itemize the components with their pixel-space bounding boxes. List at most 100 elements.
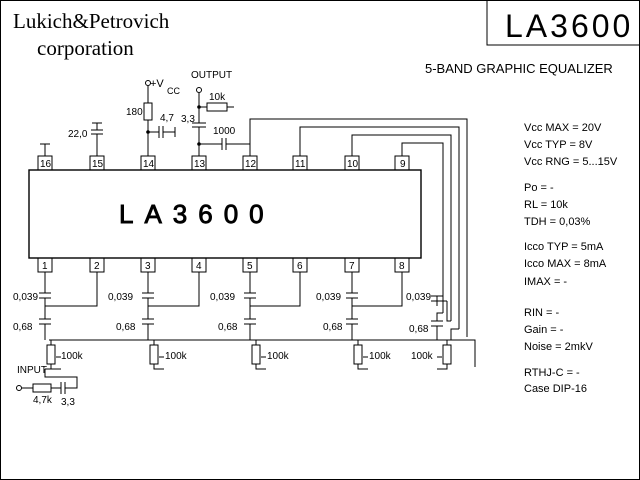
c068-label: 0,68 — [409, 324, 429, 335]
bias-bus — [49, 339, 476, 367]
band-3-network — [244, 272, 301, 370]
capacitor-4.7uF — [148, 126, 176, 138]
r100k-label: 100k — [369, 351, 392, 362]
r100k-label: 100k — [267, 351, 290, 362]
part-number-title: LA3600 — [505, 8, 633, 44]
r10k-label: 10k — [209, 92, 226, 103]
r100k-label: 100k — [411, 351, 434, 362]
resistor-10k — [206, 102, 228, 112]
c33-top-label: 3,3 — [181, 114, 195, 125]
ic-chip-label: LA3600 — [119, 199, 275, 229]
top-pins: 16 15 14 13 12 11 10 9 — [37, 155, 410, 171]
r47k-label: 4,7k — [33, 395, 53, 406]
spec-noise: Noise = 2mkV — [524, 341, 593, 353]
resistor-4.7k — [32, 383, 52, 393]
company-name-line2: corporation — [37, 36, 134, 60]
input-terminal — [16, 385, 22, 391]
pin16-stub — [40, 143, 50, 156]
c039-label: 0,039 — [13, 292, 38, 303]
spec-gain: Gain = - — [524, 324, 564, 336]
band-1-network — [39, 272, 98, 370]
band5-c039 — [431, 295, 443, 302]
title-box — [486, 1, 639, 46]
trace-pin10 — [351, 134, 452, 321]
band5-bus-link — [450, 328, 459, 340]
band3-pin6-trace — [250, 272, 301, 307]
band5-upper-capacitor — [431, 312, 443, 340]
pin-number: 5 — [247, 261, 253, 272]
c33-in-label: 3,3 — [61, 397, 75, 408]
band1-pot-leads — [50, 340, 61, 370]
band-5-network — [431, 295, 459, 370]
c039-label: 0,039 — [406, 292, 431, 303]
spec-case: Case DIP-16 — [524, 383, 587, 395]
c039-label: 0,039 — [210, 292, 235, 303]
pin-number: 11 — [295, 159, 306, 170]
band2-capacitors — [142, 272, 154, 340]
band3-pot — [251, 344, 261, 365]
trace-pin11 — [299, 126, 460, 329]
trace-pin12 — [249, 118, 468, 337]
pin-number: 15 — [92, 159, 104, 170]
pin-number: 7 — [349, 261, 355, 272]
output-terminal — [196, 87, 202, 93]
r100k-label: 100k — [61, 351, 84, 362]
vcc-terminal — [145, 80, 151, 86]
c068-label: 0,68 — [323, 322, 343, 333]
band1-capacitors — [39, 272, 51, 340]
band2-pot — [149, 344, 159, 365]
company-name-line1: Lukich&Petrovich — [13, 9, 170, 33]
capacitor-3.3uF — [192, 122, 206, 156]
spec-rin: RIN = - — [524, 307, 559, 319]
band4-pin8-trace — [352, 272, 403, 307]
capacitor-1000uF — [199, 138, 251, 156]
spec-icco-typ: Icco TYP = 5mA — [524, 241, 604, 253]
spec-rthj: RTHJ-C = - — [524, 367, 580, 379]
band2-pot-leads — [153, 340, 164, 370]
band1-pin2-trace — [45, 272, 98, 307]
r100k-label: 100k — [165, 351, 188, 362]
c039-label: 0,039 — [108, 292, 133, 303]
spec-imax: IMAX = - — [524, 276, 567, 288]
band2-pin4-trace — [148, 272, 200, 307]
band5-pot — [442, 344, 452, 365]
c039-label: 0,039 — [316, 292, 341, 303]
spec-tdh: TDH = 0,03% — [524, 216, 591, 228]
pin-number: 2 — [94, 261, 100, 272]
band4-pot — [353, 344, 363, 365]
band-4-network — [346, 272, 403, 370]
band3-pot-leads — [255, 340, 266, 370]
spec-icco-max: Icco MAX = 8mA — [524, 258, 607, 270]
pin-number: 4 — [196, 261, 202, 272]
pin-number: 13 — [194, 159, 206, 170]
input-label: INPUT — [17, 365, 47, 376]
pin-number: 6 — [297, 261, 303, 272]
subtitle: 5-BAND GRAPHIC EQUALIZER — [425, 61, 613, 76]
resistor-180 — [143, 102, 153, 121]
pin-number: 1 — [42, 261, 48, 272]
pin-number: 9 — [400, 159, 406, 170]
r180-label: 180 — [126, 107, 143, 118]
c068-label: 0,68 — [218, 322, 238, 333]
spec-po: Po = - — [524, 182, 554, 194]
pin-number: 10 — [347, 159, 359, 170]
band5-pot-leads — [437, 340, 448, 370]
band1-pot — [46, 344, 56, 365]
bottom-pins: 1 2 3 4 5 6 7 8 — [37, 257, 410, 273]
capacitor-22uF — [91, 122, 103, 156]
pin-number: 3 — [145, 261, 151, 272]
band5-lower-link — [436, 296, 451, 322]
pin-number: 16 — [40, 159, 52, 170]
pin-number: 12 — [245, 159, 257, 170]
c22-label: 22,0 — [68, 129, 88, 140]
c068-label: 0,68 — [116, 322, 136, 333]
band-2-network — [142, 272, 200, 370]
pin-number: 14 — [143, 159, 155, 170]
vcc-label: +V — [150, 78, 164, 90]
c1000-label: 1000 — [213, 126, 236, 137]
output-label: OUTPUT — [191, 70, 232, 81]
band3-capacitors — [244, 272, 256, 340]
c47-label: 4,7 — [160, 113, 174, 124]
